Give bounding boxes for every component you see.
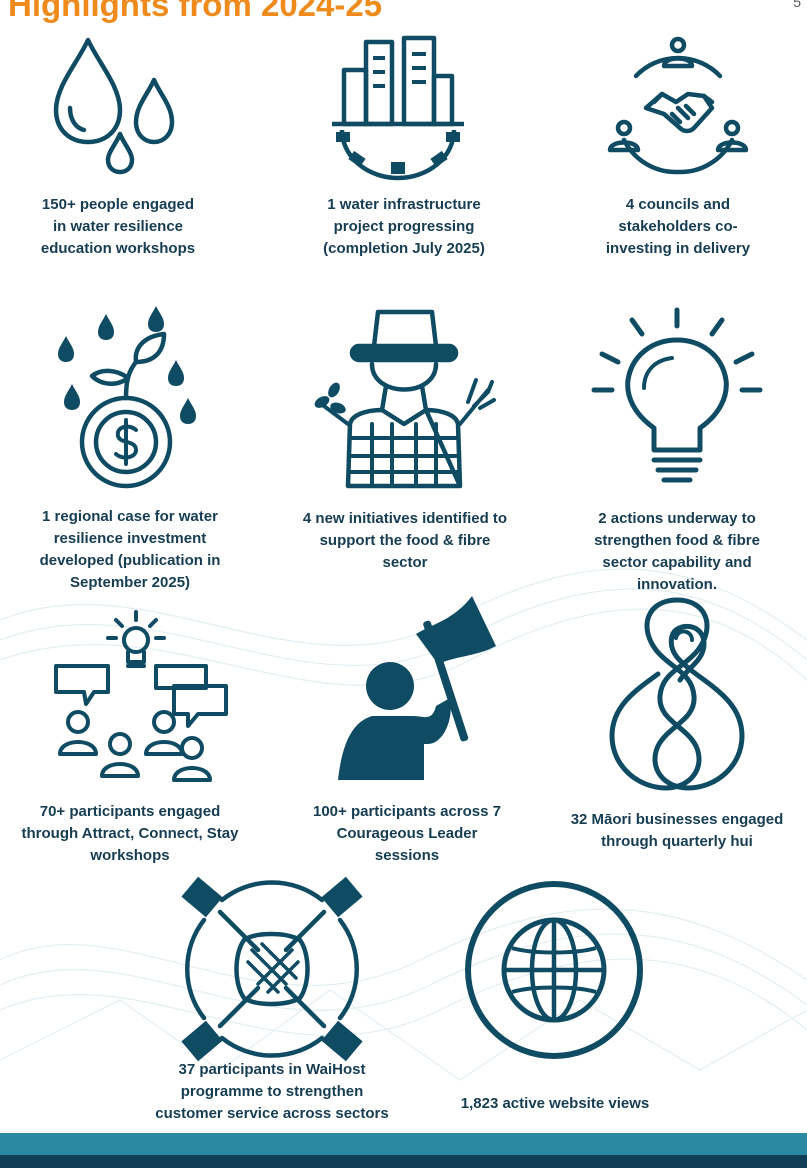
globe-icon: [462, 878, 646, 1062]
highlight-caption: 1 water infrastructure project progressi…: [323, 196, 485, 257]
person-flag-icon: [332, 594, 498, 786]
water-drops-icon: [50, 36, 180, 176]
highlight-caption: 2 actions underway to strengthen food & …: [594, 510, 760, 593]
city-infrastructure-icon: [328, 34, 468, 181]
farmer-icon: [312, 306, 496, 490]
highlight-caption: 37 participants in WaiHost programme to …: [155, 1061, 389, 1122]
highlight-caption: 4 councils and stakeholders co- investin…: [605, 196, 751, 257]
page-title: Highlights from 2024-25: [8, 0, 383, 23]
maori-twist-icon: [608, 596, 746, 792]
group-discussion-icon: [52, 608, 230, 786]
investment-growth-icon: [56, 306, 204, 490]
lightbulb-icon: [591, 307, 763, 488]
highlight-caption: 150+ people engaged in water resilience …: [40, 196, 196, 257]
handshake-stakeholders-icon: [606, 36, 750, 178]
footer-band-dark: [0, 1155, 807, 1168]
footer-band-light: [0, 1133, 807, 1155]
highlight-caption: 4 new initiatives identified to support …: [302, 510, 508, 571]
joined-hands-icon: [181, 876, 363, 1062]
page-number: 5: [793, 0, 801, 10]
highlight-caption: 100+ participants across 7 Courageous Le…: [312, 803, 502, 864]
highlight-caption: 1,823 active website views: [460, 1095, 650, 1112]
highlight-caption: 70+ participants engaged through Attract…: [21, 803, 239, 864]
highlight-caption: 1 regional case for water resilience inv…: [39, 508, 221, 591]
highlight-caption: 32 Māori businesses engaged through quar…: [570, 811, 784, 850]
